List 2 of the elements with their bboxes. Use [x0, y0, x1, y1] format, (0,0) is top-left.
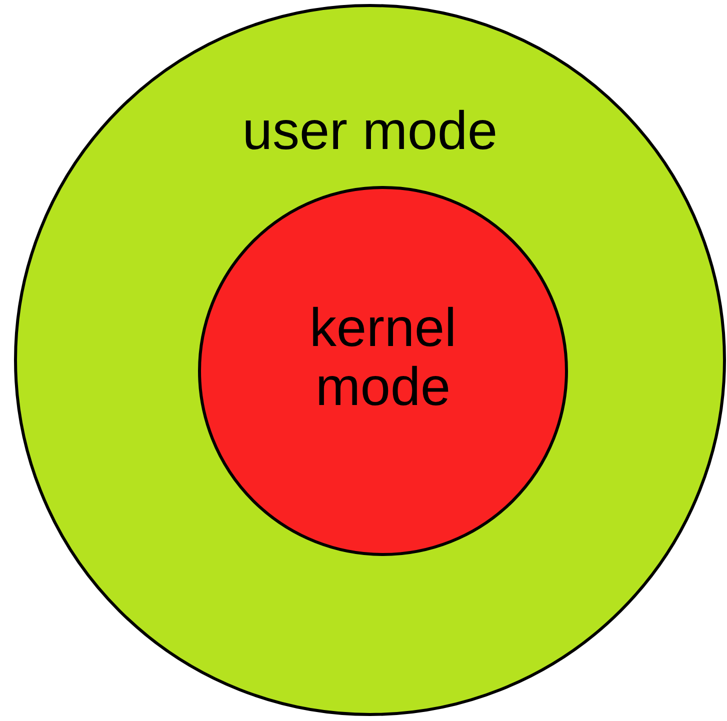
- region-label: kernel mode: [308, 299, 458, 418]
- region-label: user mode: [241, 102, 499, 162]
